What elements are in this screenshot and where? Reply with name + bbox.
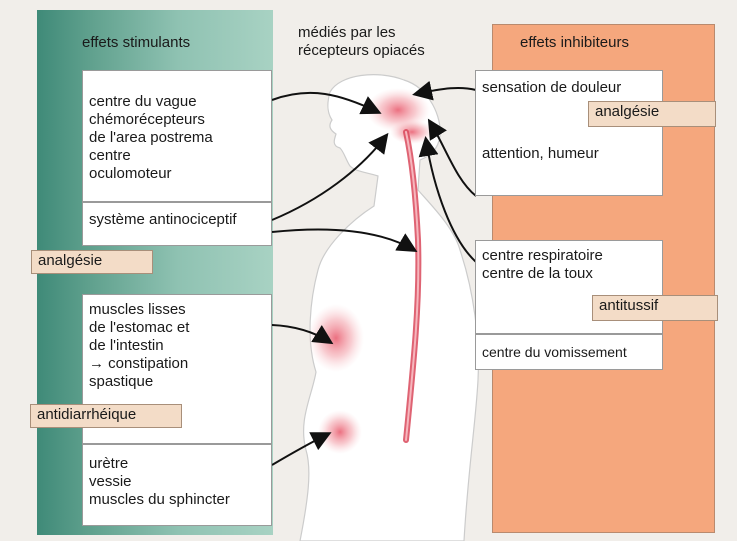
pain-mood-box: sensation de douleur attention, humeur	[475, 70, 663, 196]
arrow-muscles-to-stomach	[271, 324, 334, 345]
vomiting-center-box: centre du vomissement	[475, 334, 663, 370]
urinary-text: urètre vessie muscles du sphincter	[89, 455, 230, 508]
arrow-antinociceptive-to-brainstem	[271, 132, 389, 221]
analgesia-tag-right: analgésie	[588, 101, 716, 127]
stimulant-effects-header: effets stimulants	[82, 34, 191, 51]
arrow-pain-to-brain	[412, 80, 477, 101]
vagus-chemoreceptor-box: centre du vague chémorécepteurs de l'are…	[82, 70, 272, 202]
antidiarrheal-tag: antidiarrhéique	[30, 404, 182, 428]
arrow-antinociceptive-to-spine	[271, 228, 418, 253]
pain-sensation-text: sensation de douleur	[482, 79, 622, 96]
antitussive-tag: antitussif	[592, 295, 718, 321]
arrow-respiratory-to-brainstem	[418, 136, 477, 263]
arrow-mood-to-brain	[427, 118, 477, 197]
urinary-box: urètre vessie muscles du sphincter	[82, 444, 272, 526]
stomach-highlight	[308, 304, 364, 372]
respiratory-cough-box: centre respiratoire centre de la toux	[475, 240, 663, 334]
arrow-urethra-to-bladder	[271, 432, 332, 466]
attention-mood-text: attention, humeur	[482, 145, 599, 162]
antinociceptive-system-box: système antinociceptif	[82, 202, 272, 246]
spinal-cord-inner	[405, 131, 420, 441]
opioid-receptor-caption: médiés par les récepteurs opiacés	[298, 24, 425, 59]
vomiting-center-text: centre du vomissement	[482, 344, 627, 360]
respiratory-cough-text: centre respiratoire centre de la toux	[482, 247, 603, 282]
smooth-muscle-text: muscles lisses de l'estomac et de l'inte…	[89, 301, 190, 390]
inhibitor-effects-header: effets inhibiteurs	[520, 34, 629, 51]
bladder-highlight	[318, 410, 362, 454]
antinociceptive-system-text: système antinociceptif	[89, 211, 237, 228]
brainstem-highlight	[390, 120, 434, 144]
vagus-chemoreceptor-text: centre du vague chémorécepteurs de l'are…	[89, 93, 213, 182]
arrow-vagus-to-brain	[271, 91, 382, 115]
analgesia-tag-left: analgésie	[31, 250, 153, 274]
